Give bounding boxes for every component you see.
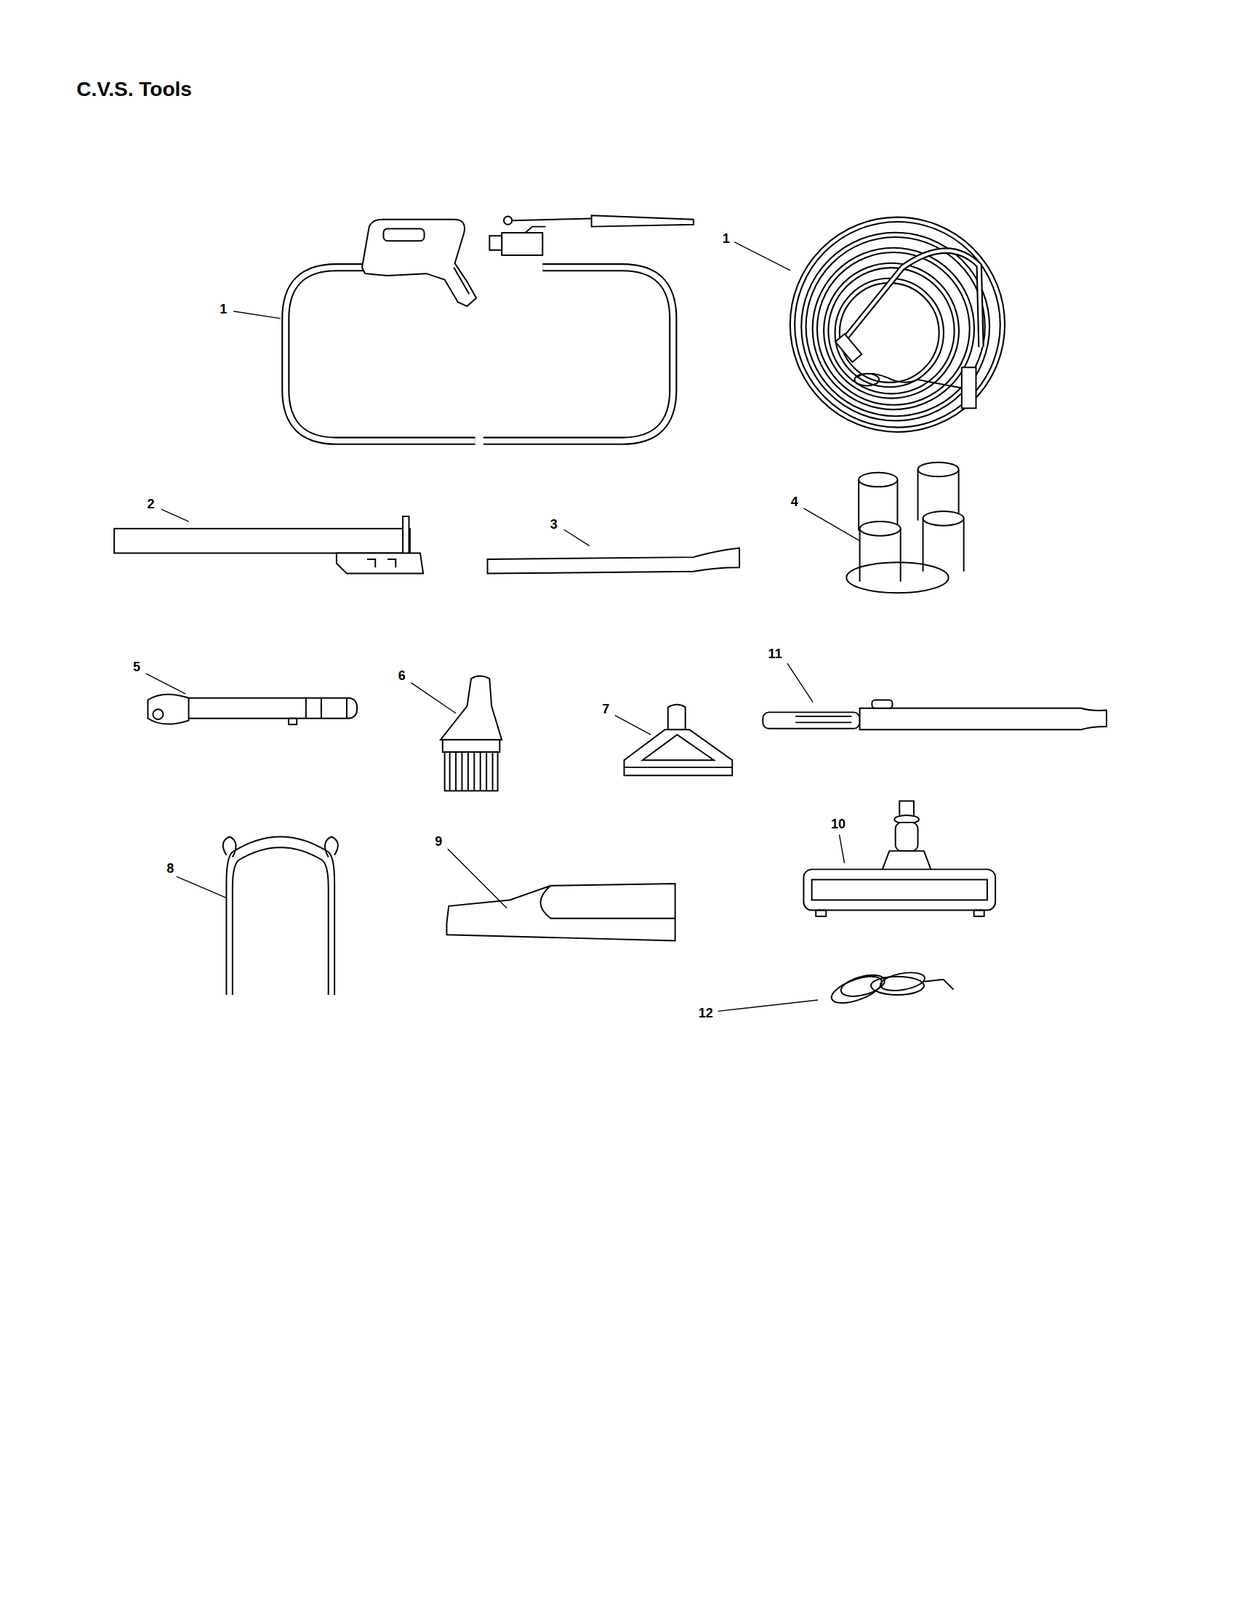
dusting-brush xyxy=(440,676,502,791)
callout-number: 1 xyxy=(721,231,731,247)
hose-hanger-bar xyxy=(114,516,424,574)
callout-number: 5 xyxy=(132,659,142,675)
tool-holder xyxy=(846,462,964,594)
wire-stand xyxy=(223,836,339,995)
floor-tool xyxy=(803,800,996,917)
cord xyxy=(828,969,954,1008)
callout-number: 4 xyxy=(790,494,799,510)
callout-number: 8 xyxy=(165,860,175,876)
leader-lines xyxy=(146,242,861,1012)
callout-number: 11 xyxy=(767,646,783,662)
callout-number: 12 xyxy=(697,1004,714,1020)
coiled-hose xyxy=(792,219,1003,430)
callout-number: 7 xyxy=(601,700,610,717)
crevice-tool xyxy=(446,883,675,941)
hose-assembly xyxy=(285,215,694,441)
callout-number: 3 xyxy=(549,516,559,533)
callout-number: 10 xyxy=(830,816,847,832)
power-brush-handle xyxy=(147,694,357,725)
callout-number: 9 xyxy=(434,833,443,850)
callout-number: 1 xyxy=(218,301,228,317)
extension-wand xyxy=(487,548,740,574)
callout-number: 2 xyxy=(146,495,156,512)
page-title: C.V.S. Tools xyxy=(76,77,192,102)
telescopic-wand xyxy=(762,700,1107,730)
callout-number: 6 xyxy=(397,667,407,683)
upholstery-tool xyxy=(624,704,733,775)
